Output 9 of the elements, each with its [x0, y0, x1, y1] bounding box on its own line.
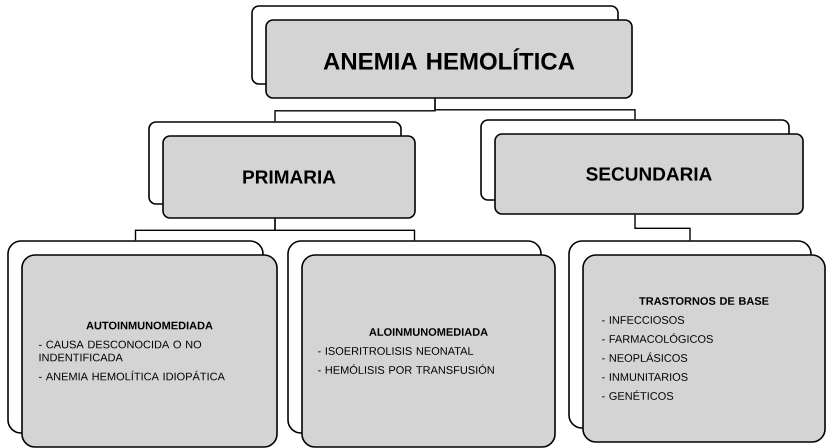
stacked-box: PRIMARIA: [148, 121, 416, 219]
connector: [434, 98, 636, 120]
stacked-box: ANEMIA HEMOLÍTICA: [251, 5, 633, 99]
stacked-box: SECUNDARIA: [480, 119, 804, 215]
connector: [274, 218, 416, 240]
stacked-box: TRASTORNOS DE BASE - INFECCIOSOS - FARMACOLÓGICOS - NEOPLÁSICOS - INMUNITARIOS - GENÉTICOS: [568, 240, 826, 443]
stacked-box: AUTOINMUNOMEDIADA - CAUSA DESCONOCIDA O NO INDENTIFICADA - ANEMIA HEMOLÍTICA IDIOPÁTICA: [7, 240, 278, 448]
stacked-box: ALOINMUNOMEDIADA - ISOERITROLISIS NEONATAL - HEMÓLISIS POR TRANSFUSIÓN: [287, 240, 556, 448]
connector: [634, 214, 691, 240]
